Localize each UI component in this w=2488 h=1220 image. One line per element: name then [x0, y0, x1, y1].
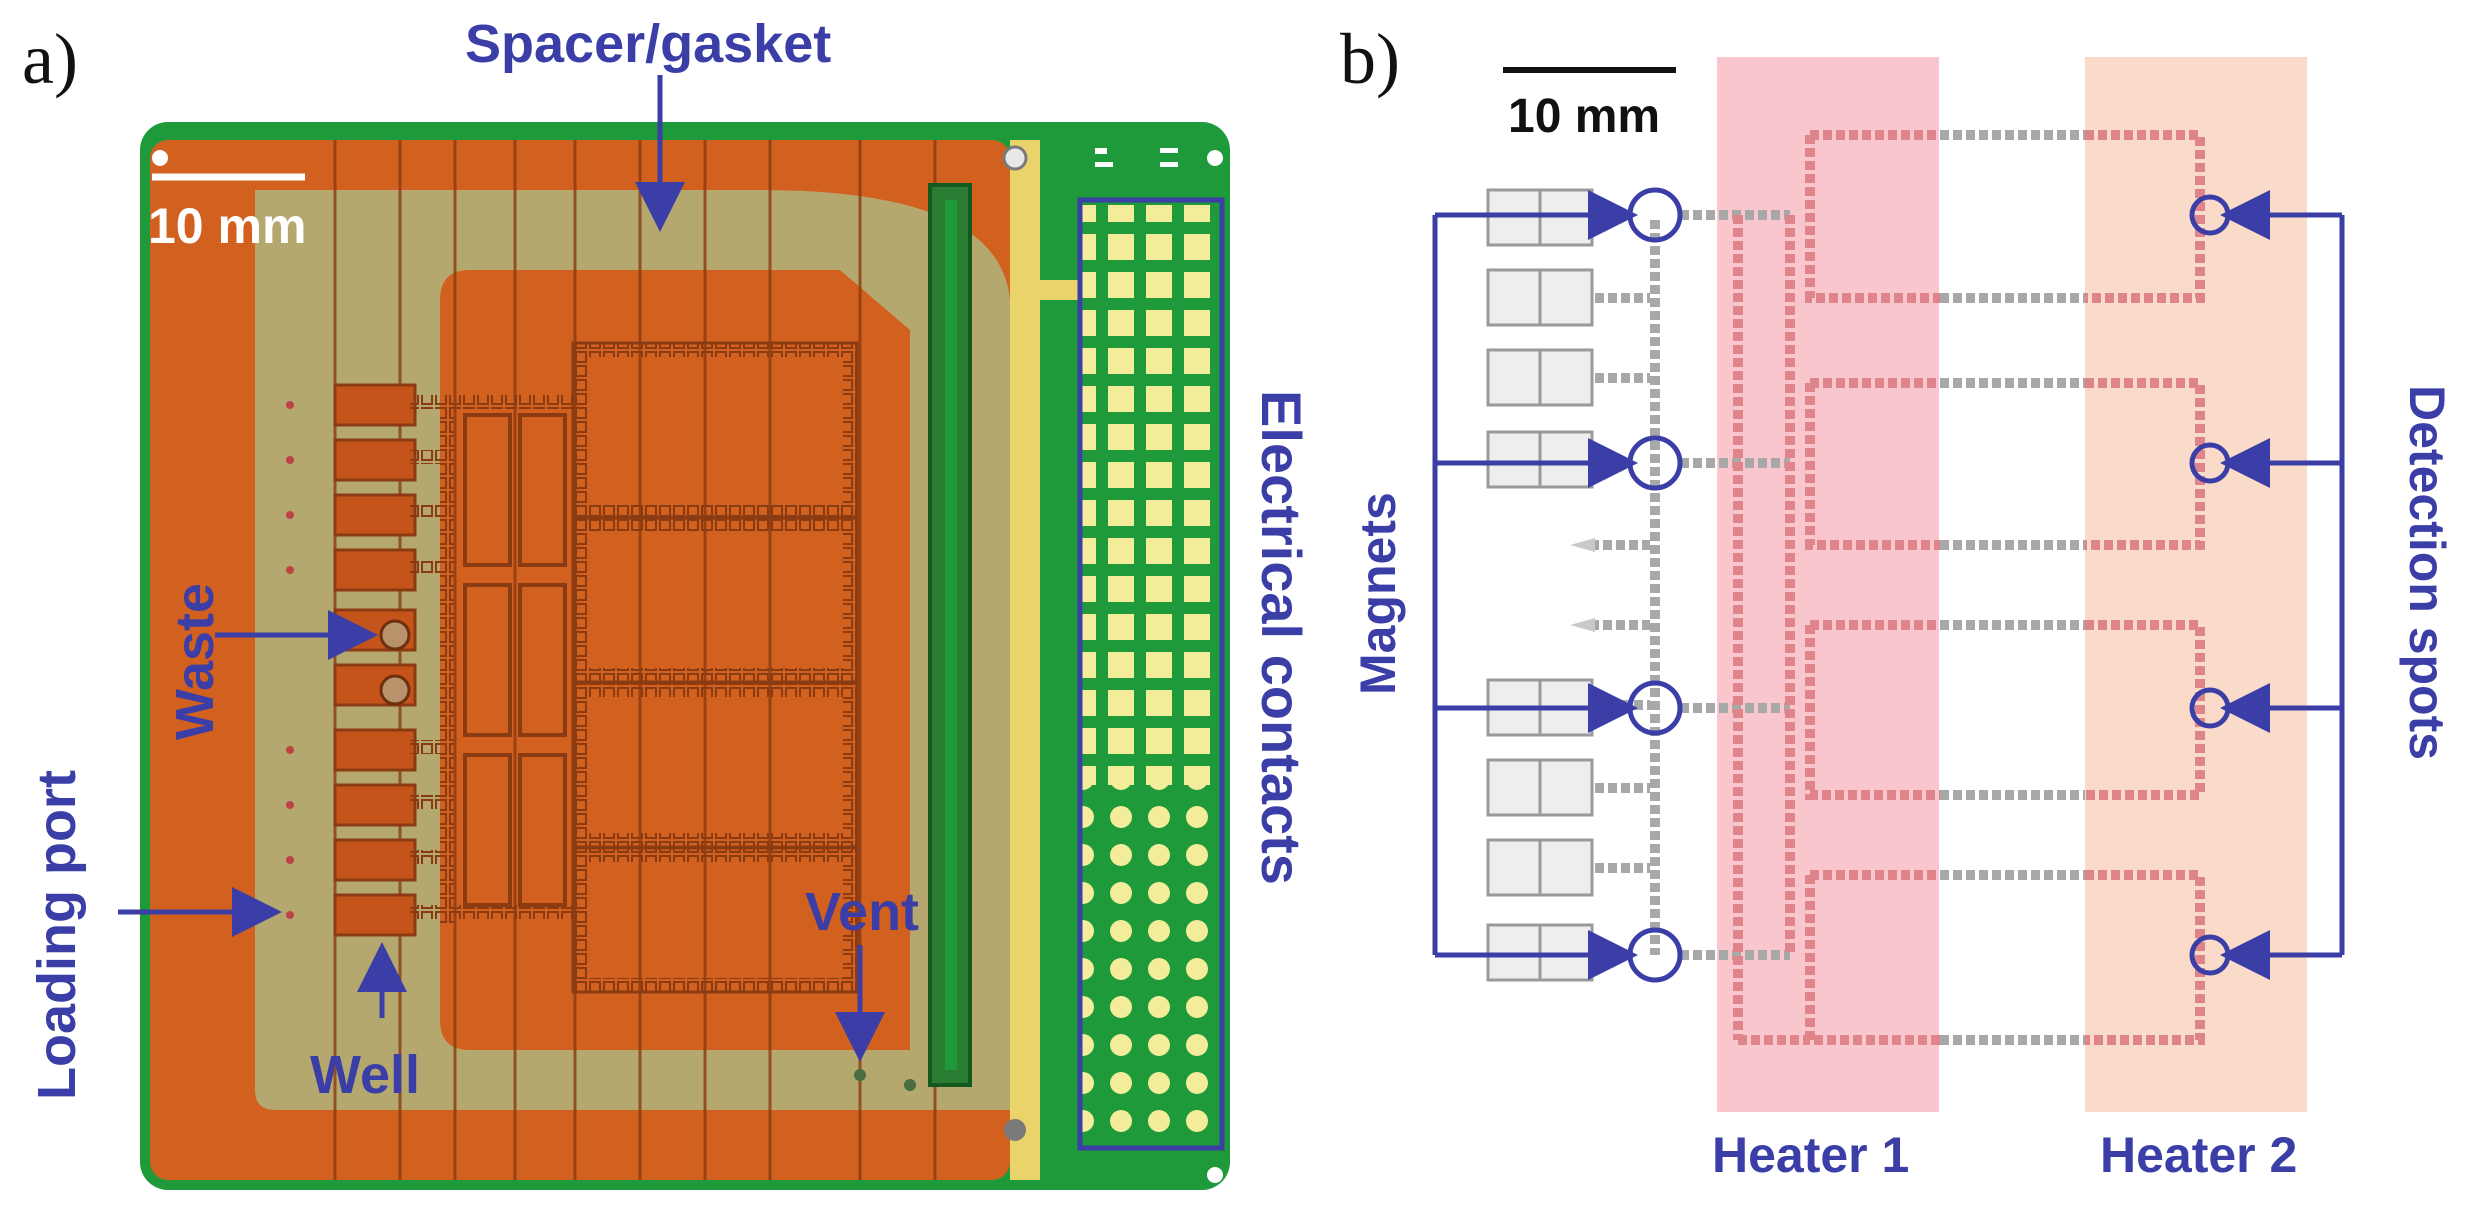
- gold-strip: [1010, 140, 1040, 1180]
- schematic: [1432, 57, 2345, 1112]
- panel-b-label: b): [1340, 19, 1400, 99]
- screw-hole-icon: [1002, 145, 1028, 171]
- well-label: Well: [310, 1045, 420, 1105]
- panel-a-label: a): [22, 19, 78, 99]
- heater-1-zone: [1717, 57, 1939, 1112]
- detection-spots-label: Detection spots: [2399, 385, 2455, 760]
- magnet-spot-1: [1627, 187, 1683, 243]
- scale-label-a: 10 mm: [148, 198, 306, 254]
- spacer-label: Spacer/gasket: [465, 14, 831, 74]
- scale-label-b: 10 mm: [1508, 90, 1660, 143]
- electrical-contacts-label: Electrical contacts: [1250, 390, 1313, 885]
- waste-label: Waste: [165, 583, 225, 740]
- vent-label: Vent: [805, 882, 919, 942]
- heater-2-label: Heater 2: [2100, 1127, 2297, 1183]
- pcb-photo: [140, 122, 1230, 1190]
- electrical-contacts-box: [1077, 197, 1225, 1151]
- loading-port-label: Loading port: [27, 770, 87, 1100]
- heater-1-label: Heater 1: [1712, 1127, 1909, 1183]
- magnets-label: Magnets: [1350, 492, 1406, 695]
